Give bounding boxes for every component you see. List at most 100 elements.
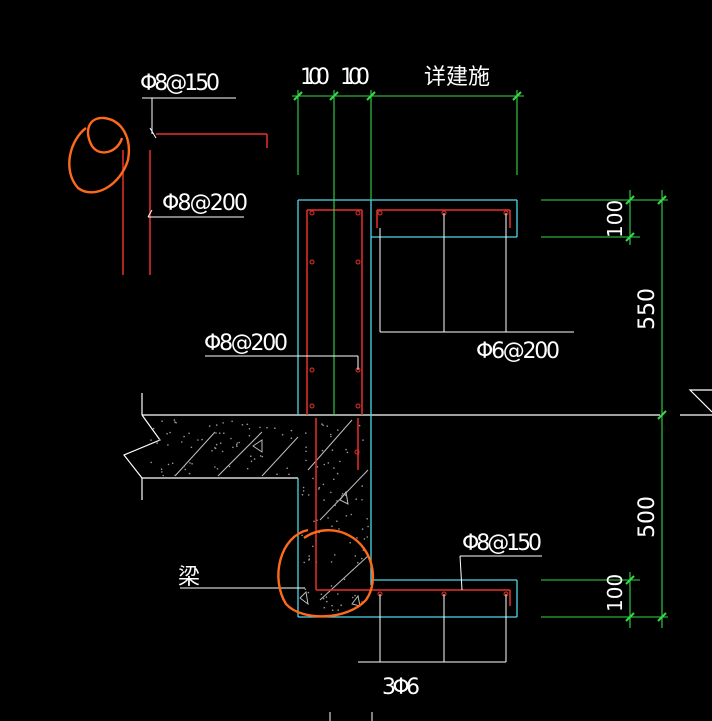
concrete-stipple: [274, 427, 276, 430]
concrete-stipple: [322, 424, 324, 427]
rebar-dots: [309, 210, 509, 597]
concrete-stipple: [331, 525, 333, 527]
concrete-stipple: [223, 432, 225, 435]
slab-outline: [123, 393, 660, 500]
concrete-stipple: [290, 429, 293, 432]
concrete-stipple: [336, 520, 338, 522]
concrete-stipple: [330, 585, 333, 587]
concrete-stipple: [338, 528, 340, 530]
concrete-stipple: [221, 450, 224, 453]
concrete-stipple: [304, 588, 307, 590]
concrete-stipple: [341, 495, 343, 497]
concrete-stipple: [318, 488, 320, 490]
concrete-stipple: [337, 593, 339, 595]
concrete-stipple: [250, 460, 253, 463]
concrete-stipple: [337, 429, 339, 431]
concrete-stipple: [150, 461, 152, 464]
wall-rebar-label: Φ8@200: [204, 331, 288, 356]
concrete-stipple: [345, 515, 348, 517]
concrete-stipple: [259, 426, 261, 429]
concrete-stipple: [152, 427, 155, 430]
concrete-stipple: [331, 609, 334, 611]
concrete-stipple: [188, 472, 191, 475]
concrete-stipple: [156, 442, 158, 444]
dim-top-a: 100: [300, 65, 330, 90]
concrete-stipple: [235, 443, 238, 446]
leader-lines: [142, 97, 574, 721]
concrete-stipple: [211, 450, 213, 452]
concrete-stipple: [261, 455, 264, 458]
concrete-stipple: [215, 424, 218, 426]
concrete-stipple: [161, 420, 163, 423]
detail-rebar-side-label: Φ8@200: [162, 191, 248, 216]
concrete-stipple: [222, 422, 224, 424]
concrete-stipple: [334, 554, 336, 556]
concrete-stipple: [361, 499, 363, 501]
concrete-stipple: [302, 486, 305, 489]
concrete-stipple: [259, 455, 262, 457]
concrete-stipple: [288, 473, 290, 476]
concrete-stipple: [357, 561, 359, 564]
concrete-stipple: [183, 465, 185, 468]
concrete-stipple: [158, 439, 161, 441]
concrete-stipple: [167, 444, 169, 446]
concrete-stipple: [326, 600, 328, 603]
dim-top-c: 详建施: [424, 65, 490, 90]
slab-edge-marker: [680, 389, 712, 416]
concrete-stipple: [305, 450, 307, 453]
concrete-stipple: [341, 493, 344, 495]
dim-right-upper-small: 100: [603, 200, 627, 238]
concrete-stipple: [174, 474, 176, 477]
concrete-stipple: [253, 458, 256, 460]
slab-dots: [150, 419, 369, 611]
concrete-stipple: [266, 426, 268, 429]
concrete-stipple: [327, 517, 329, 519]
concrete-stipple: [173, 419, 176, 421]
dim-right-upper: 550: [635, 288, 660, 330]
concrete-stipple: [361, 557, 363, 560]
concrete-stipple: [320, 593, 323, 596]
concrete-stipple: [351, 569, 354, 571]
concrete-stipple: [215, 443, 218, 446]
concrete-stipple: [214, 466, 216, 468]
slab-hatch: [174, 419, 369, 607]
concrete-stipple: [358, 424, 361, 427]
detail-rebar-top-label: Φ8@150: [140, 71, 220, 96]
concrete-stipple: [312, 545, 314, 548]
concrete-stipple: [323, 606, 326, 609]
concrete-stipple: [218, 432, 221, 435]
concrete-stipple: [231, 420, 233, 423]
concrete-stipple: [250, 455, 252, 458]
concrete-stipple: [197, 439, 199, 441]
dim-right-lower: 500: [635, 496, 660, 538]
concrete-stipple: [301, 493, 304, 496]
concrete-stipple: [333, 467, 335, 469]
concrete-stipple: [238, 441, 240, 444]
concrete-stipple: [248, 428, 251, 430]
concrete-stipple: [313, 520, 315, 523]
concrete-stipple: [326, 425, 329, 427]
concrete-stipple: [161, 471, 163, 473]
concrete-stipple: [230, 437, 232, 440]
rebar-lines: [122, 133, 511, 606]
concrete-stipple: [305, 446, 307, 449]
concrete-stipple: [162, 474, 164, 477]
concrete-stipple: [349, 541, 352, 544]
concrete-stipple: [201, 438, 203, 441]
concrete-stipple: [184, 468, 187, 471]
concrete-stipple: [331, 604, 333, 607]
concrete-stipple: [330, 433, 332, 436]
concrete-stipple: [181, 441, 183, 443]
bottom-bars-label: 3Φ6: [382, 675, 420, 700]
concrete-stipple: [308, 558, 311, 560]
concrete-stipple: [334, 504, 337, 507]
concrete-stipple: [318, 486, 321, 489]
concrete-stipple: [337, 609, 340, 611]
concrete-stipple: [361, 528, 364, 530]
concrete-stipple: [339, 460, 341, 463]
concrete-stipple: [241, 424, 244, 426]
concrete-stipple: [171, 462, 174, 465]
concrete-stipple: [302, 490, 305, 492]
concrete-stipple: [330, 435, 332, 438]
markup-circles: [68, 116, 375, 618]
